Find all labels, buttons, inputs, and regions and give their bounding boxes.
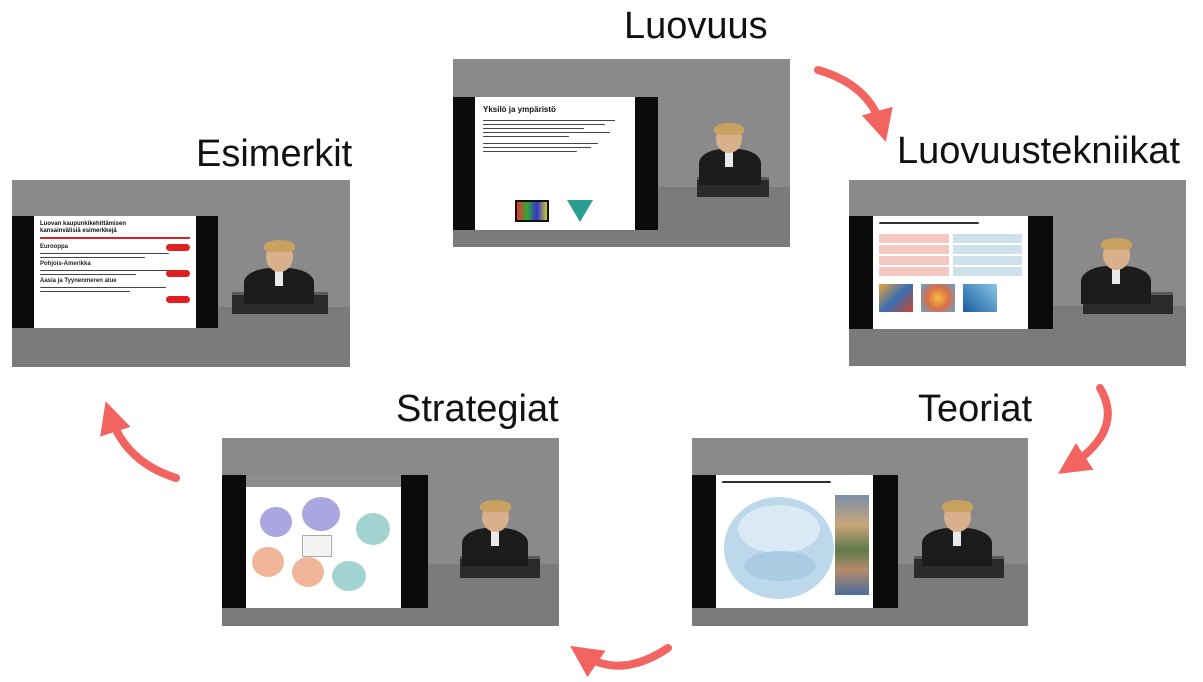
label-strategiat: Strategiat — [396, 388, 559, 430]
section-asia-pacific: Aasia ja Tyynenmeren alue — [40, 278, 117, 284]
center-diagram-icon — [302, 535, 332, 557]
slide — [873, 216, 1028, 329]
red-badge-1 — [166, 244, 190, 251]
video-thumbnail-teoriat[interactable] — [692, 438, 1028, 626]
arrow-teoriat-to-strategiat — [570, 644, 672, 678]
label-luovuustekniikat: Luovuustekniikat — [897, 130, 1181, 172]
network-image — [963, 284, 997, 312]
logo-triangle-icon — [515, 200, 549, 222]
arrow-luovuus-to-luovuustekniikat — [814, 66, 893, 142]
video-thumbnail-luovuustekniikat[interactable] — [849, 180, 1186, 366]
label-luovuus: Luovuus — [624, 5, 768, 47]
section-europe: Eurooppa — [40, 244, 68, 250]
label-esimerkit: Esimerkit — [196, 133, 353, 175]
speaker — [695, 123, 765, 185]
video-thumbnail-esimerkit[interactable]: Luovan kaupunkikehittämisen kansainvälis… — [12, 180, 350, 367]
section-north-america: Pohjois-Amerikka — [40, 261, 91, 267]
slide: Yksilö ja ympäristö — [475, 97, 635, 230]
speaker — [240, 240, 320, 304]
slide-title-line-2: kansainvälisiä esimerkkejä — [40, 228, 117, 234]
brain-image — [921, 284, 955, 312]
label-teoriat: Teoriat — [918, 388, 1033, 430]
slide: Luovan kaupunkikehittämisen kansainvälis… — [34, 216, 196, 328]
slide-title-line-1: Luovan kaupunkikehittämisen — [40, 221, 127, 227]
slide — [246, 475, 401, 608]
speaker — [918, 500, 998, 566]
slide-header-bar — [246, 475, 401, 487]
arrow-strategiat-to-esimerkit — [100, 401, 180, 482]
video-thumbnail-strategiat[interactable] — [222, 438, 559, 626]
slide-title: Yksilö ja ympäristö — [483, 105, 556, 114]
painting-image — [879, 284, 913, 312]
video-thumbnail-luovuus[interactable]: Yksilö ja ympäristö — [453, 59, 790, 247]
red-badge-3 — [166, 296, 190, 303]
speaker — [458, 500, 534, 566]
speaker — [1077, 238, 1157, 304]
photo-collage — [835, 495, 869, 595]
arrow-luovuustekniikat-to-teoriat — [1057, 384, 1112, 474]
slide — [716, 475, 873, 608]
red-badge-2 — [166, 270, 190, 277]
